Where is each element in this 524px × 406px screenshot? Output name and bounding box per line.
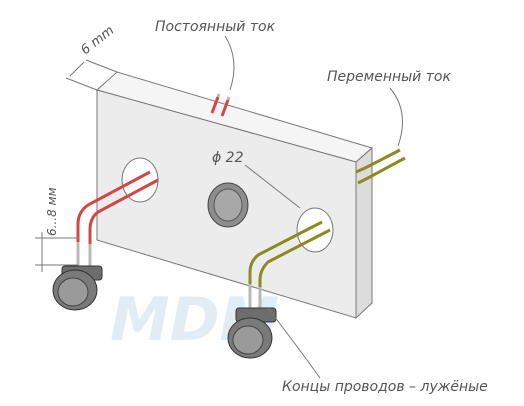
dc-annotation: Постоянный ток	[155, 19, 276, 91]
dc-label: Постоянный ток	[155, 19, 276, 35]
left-red-wire-2	[88, 178, 159, 260]
right-olive-wire-2	[367, 156, 406, 180]
loose-button-left	[52, 265, 103, 311]
thickness-extension-1	[65, 77, 98, 91]
right-ac-wires	[355, 148, 406, 185]
diameter-leader	[244, 164, 301, 209]
left-dc-wires	[76, 170, 159, 270]
loose-button-lower	[227, 307, 277, 359]
left-red-wire-1	[76, 170, 151, 258]
ends-annotation: Концы проводов – лужёные	[267, 307, 488, 395]
dimension-length: 6...8 мм	[35, 187, 78, 272]
thickness-extension-2	[85, 59, 118, 73]
diameter-label: ϕ 22	[212, 150, 244, 166]
panel-side-face	[355, 146, 373, 320]
ends-leader	[267, 307, 321, 379]
holes	[121, 157, 334, 253]
thickness-label: 6 mm	[78, 23, 117, 58]
ends-label: Концы проводов – лужёные	[282, 379, 488, 395]
top-red-wire-tip-2	[226, 96, 231, 101]
left-button-face	[57, 277, 89, 307]
diameter-annotation: ϕ 22	[212, 150, 301, 209]
mounted-button	[207, 182, 249, 228]
top-red-wire-2	[220, 99, 230, 117]
right-olive-wire-1-in	[355, 166, 366, 174]
lower-olive-wire-2	[258, 228, 331, 300]
dc-leader	[224, 35, 235, 91]
ac-label: Переменный ток	[327, 69, 451, 85]
thickness-dim-line	[69, 61, 85, 77]
length-label: 6...8 мм	[45, 187, 59, 236]
lower-olive-wire-1	[248, 220, 323, 298]
right-olive-wire-1	[364, 148, 401, 170]
top-red-wire-1	[210, 96, 220, 114]
top-red-wire-tip-1	[216, 93, 221, 98]
lower-ac-wires	[248, 220, 331, 310]
mounted-button-face	[213, 188, 243, 222]
ac-annotation: Переменный ток	[327, 69, 451, 147]
right-olive-wire-2-in	[357, 176, 369, 185]
ac-leader	[389, 87, 403, 147]
lower-button-face	[232, 325, 264, 355]
top-dc-wires	[210, 93, 231, 117]
